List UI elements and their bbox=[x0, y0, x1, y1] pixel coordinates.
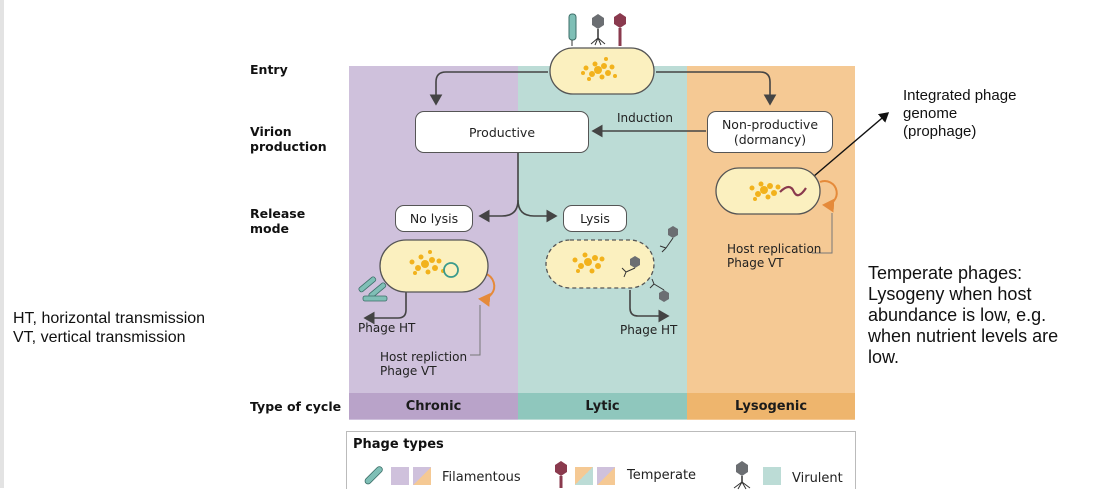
temperate-note-line4: when nutrient levels are bbox=[868, 326, 1059, 346]
phage-ht-chronic-label: Phage HT bbox=[358, 321, 416, 335]
legend-virulent: Virulent bbox=[792, 471, 843, 486]
host-replication-lyso-label: Host replication bbox=[727, 242, 822, 256]
swatch-lytic bbox=[763, 467, 781, 485]
prophage-note-line3: (prophage) bbox=[903, 123, 977, 140]
cycle-lytic: Lytic bbox=[518, 393, 687, 419]
lytic-cell-icon bbox=[545, 226, 678, 302]
prophage-note-line2: genome bbox=[903, 105, 958, 122]
legend-filamentous: Filamentous bbox=[442, 470, 521, 485]
left-edge-bar bbox=[0, 0, 4, 488]
prophage-annotation: Integrated phage genome (prophage) bbox=[903, 87, 1016, 141]
virulent-phage-icon bbox=[590, 14, 606, 46]
nonproductive-box: Non-productive (dormancy) bbox=[707, 111, 833, 153]
phage-vt-chronic-label: Phage VT bbox=[380, 364, 437, 378]
prophage-note-line1: Integrated phage bbox=[903, 87, 1017, 104]
virulent-phage-icon bbox=[630, 226, 678, 302]
temperate-note-line1: Temperate phages: bbox=[868, 263, 1023, 283]
host-replication-chronic-label: Host repliction bbox=[380, 350, 468, 364]
filamentous-phage-icon bbox=[358, 276, 388, 302]
temperate-phage-icon bbox=[555, 461, 567, 488]
vt-note: VT, vertical transmission bbox=[13, 329, 186, 346]
row-label-entry: Entry bbox=[250, 62, 288, 77]
swatch-chronic-lysogenic bbox=[413, 467, 431, 485]
productive-box: Productive bbox=[415, 111, 589, 153]
legend-title: Phage types bbox=[353, 437, 444, 452]
bacterium-icon bbox=[549, 47, 655, 95]
lysis-box: Lysis bbox=[563, 205, 627, 232]
filamentous-phage-icon bbox=[568, 13, 577, 46]
induction-label: Induction bbox=[617, 111, 673, 125]
prophage-icon bbox=[779, 185, 807, 197]
ht-note: HT, horizontal transmission bbox=[13, 310, 206, 327]
transmission-note: HT, horizontal transmission VT, vertical… bbox=[13, 309, 205, 347]
temperate-note-line2: Lysogeny when host bbox=[868, 284, 1032, 304]
swatch-lysogenic-lytic bbox=[575, 467, 593, 485]
row-label-type: Type of cycle bbox=[250, 399, 342, 414]
phage-ht-lytic-label: Phage HT bbox=[620, 323, 678, 337]
nonproductive-label: Non-productive bbox=[721, 117, 819, 132]
dormancy-label: (dormancy) bbox=[733, 132, 807, 147]
cycle-lysogenic: Lysogenic bbox=[687, 393, 855, 419]
swatch-chronic bbox=[391, 467, 409, 485]
phage-vt-lyso-label: Phage VT bbox=[727, 256, 784, 270]
legend-temperate: Temperate bbox=[627, 468, 697, 483]
chronic-cell-icon bbox=[358, 239, 489, 302]
row-label-virion: Virion production bbox=[250, 124, 327, 154]
temperate-note-line3: abundance is low, e.g. bbox=[868, 305, 1047, 325]
no-lysis-box: No lysis bbox=[395, 205, 473, 232]
cycle-chronic: Chronic bbox=[349, 393, 518, 419]
temperate-note-line5: low. bbox=[868, 347, 900, 367]
virulent-phage-icon bbox=[733, 461, 751, 490]
swatch-chronic-lysogenic-2 bbox=[597, 467, 615, 485]
phage-types-legend: Phage types Filamentous Temperate Virule… bbox=[346, 431, 856, 490]
phage-types-top-icons bbox=[568, 13, 626, 46]
lysogenic-cell-icon bbox=[715, 167, 821, 215]
row-label-release: Release mode bbox=[250, 206, 306, 236]
temperate-phage-icon bbox=[614, 13, 626, 46]
temperate-note: Temperate phages: Lysogeny when host abu… bbox=[868, 263, 1102, 368]
filamentous-phage-icon bbox=[364, 466, 383, 485]
